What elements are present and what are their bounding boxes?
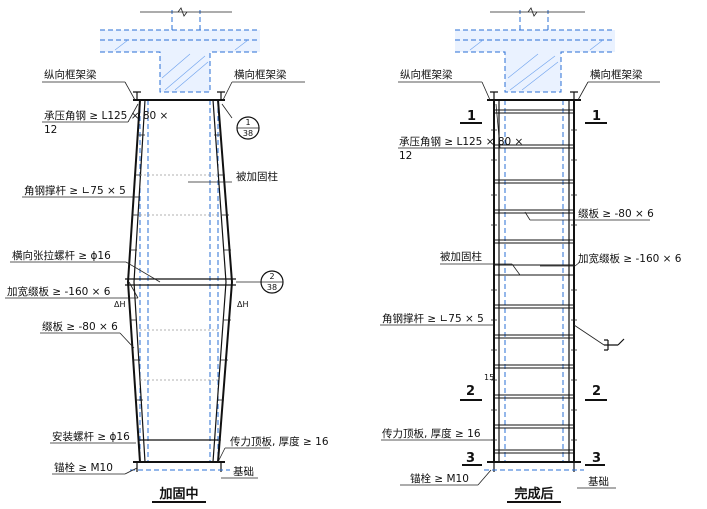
anchor-bolt-label-right: 锚栓 ≥ M10 <box>410 472 469 485</box>
transverse-beam-label: 横向框架梁 <box>234 68 287 81</box>
left-caption: 加固中 <box>158 486 198 502</box>
batten-label: 缀板 ≥ -80 × 6 <box>42 320 118 333</box>
reinforced-column-label: 被加固柱 <box>236 170 278 183</box>
left-column <box>139 100 219 462</box>
strut-label: 角钢撑杆 ≥ ∟75 × 5 <box>24 184 126 197</box>
pressure-angle-label-2: 12 <box>44 124 57 136</box>
left-beam <box>100 7 260 93</box>
detail-number: 1 <box>245 118 250 127</box>
longitudinal-beam-label: 纵向框架梁 <box>44 68 97 81</box>
right-column <box>498 100 570 462</box>
pressure-angle-label-right: 承压角钢 ≥ L125 × 80 × <box>399 135 523 148</box>
section-1-right: 1 <box>592 109 601 124</box>
foundation-label: 基础 <box>233 465 254 478</box>
detail-number: 2 <box>269 272 274 281</box>
anchor-bolt-label: 锚栓 ≥ M10 <box>54 461 113 474</box>
right-beam <box>455 7 615 93</box>
reinforced-column-label-right: 被加固柱 <box>440 250 482 263</box>
h-mark-right: ΔH <box>237 300 249 309</box>
pressure-angle-label: 承压角钢 ≥ L125 × 80 × <box>44 109 168 122</box>
left-leaders <box>5 81 305 479</box>
detail-sheet: 38 <box>243 129 253 138</box>
right-struts <box>484 91 584 472</box>
batten-label-right: 缀板 ≥ -80 × 6 <box>578 207 654 220</box>
right-drawing: 1 1 2 2 3 3 纵向框架梁 横向框架梁 承压角钢 ≥ L125 × 80… <box>380 7 682 503</box>
right-leaders <box>380 81 660 489</box>
weld-symbol <box>604 338 625 351</box>
widened-batten-label: 加宽缀板 ≥ -160 × 6 <box>7 285 111 298</box>
left-detail-callout-1: 1 38 <box>236 116 260 140</box>
left-detail-callout-2: 2 38 <box>260 270 284 294</box>
foundation-label-right: 基础 <box>588 475 609 488</box>
section-2-left: 2 <box>466 384 475 399</box>
right-caption: 完成后 <box>514 486 553 502</box>
section-3-left: 3 <box>466 451 475 466</box>
h-mark-left: ΔH <box>114 300 126 309</box>
longitudinal-beam-label-right: 纵向框架梁 <box>400 68 453 81</box>
jacking-plate-label: 传力顶板, 厚度 ≥ 16 <box>230 435 329 448</box>
strut-label-right: 角钢撑杆 ≥ ∟75 × 5 <box>382 312 484 325</box>
section-3-right: 3 <box>592 451 601 466</box>
install-bolt-label: 安装螺杆 ≥ ϕ16 <box>52 430 130 443</box>
section-markers: 1 1 2 2 3 3 <box>460 109 607 466</box>
pressure-angle-label-right-2: 12 <box>399 150 412 162</box>
section-1-left: 1 <box>467 109 476 124</box>
tension-bolt-label: 横向张拉螺杆 ≥ ϕ16 <box>12 249 111 262</box>
jacking-plate-label-right: 传力顶板, 厚度 ≥ 16 <box>382 427 481 440</box>
section-2-right: 2 <box>592 384 601 399</box>
left-drawing: 1 38 2 38 纵向框架梁 横向框架梁 承压角钢 ≥ L125 × 80 ×… <box>5 7 329 503</box>
right-battens <box>493 109 575 454</box>
left-struts <box>125 91 236 472</box>
detail-sheet: 38 <box>267 283 277 292</box>
widened-batten-label-right: 加宽缀板 ≥ -160 × 6 <box>578 252 682 265</box>
dim-15-label: 15 <box>484 373 494 382</box>
transverse-beam-label-right: 横向框架梁 <box>590 68 643 81</box>
